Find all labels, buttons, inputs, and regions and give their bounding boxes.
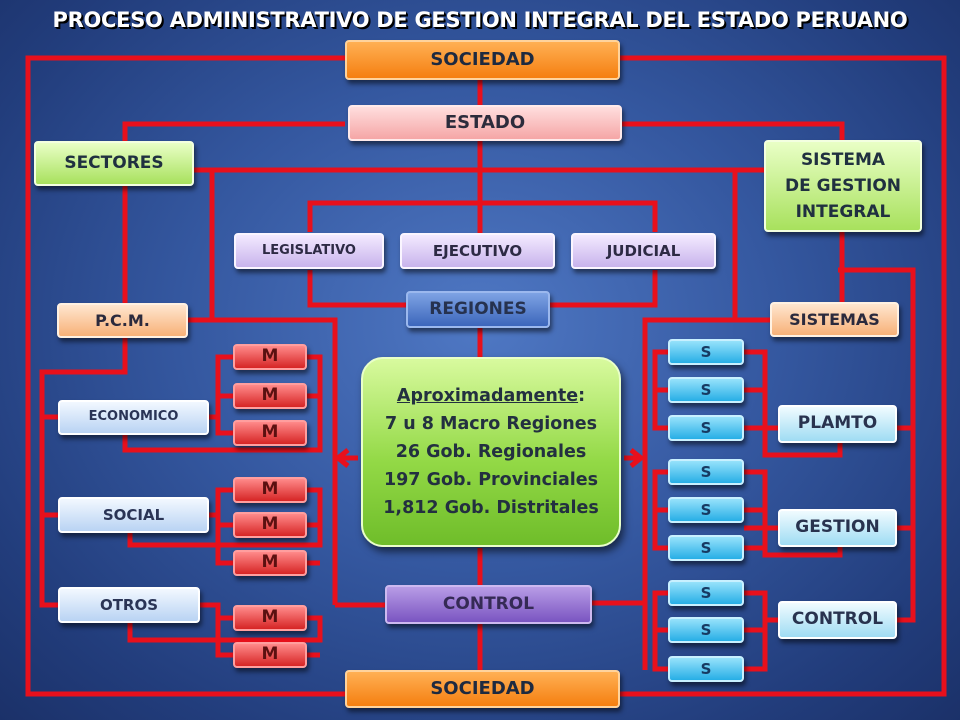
m-box: M — [233, 550, 307, 576]
diagram-title: PROCESO ADMINISTRATIVO DE GESTION INTEGR… — [52, 8, 908, 32]
estado-box: ESTADO — [348, 105, 622, 141]
control-right-box: CONTROL — [778, 601, 897, 639]
right-arrowhead — [629, 448, 646, 468]
sectores-box: SECTORES — [34, 141, 194, 186]
sistemas-box: SISTEMAS — [770, 302, 899, 337]
left-arrowhead — [333, 448, 350, 468]
sociedad-bottom-box: SOCIEDAD — [345, 670, 620, 708]
m-box: M — [233, 477, 307, 503]
powers-top-line — [307, 200, 658, 232]
m-box: M — [233, 605, 307, 631]
m-group-3-line — [215, 615, 233, 658]
sistema-line-3: INTEGRAL — [795, 202, 891, 222]
sistemas-bracket-line — [642, 317, 770, 670]
sistema-line-1: SISTEMA — [800, 150, 886, 170]
s-box: S — [668, 656, 744, 682]
m-box: M — [233, 642, 307, 668]
plamto-box: PLAMTO — [778, 405, 897, 443]
social-box: SOCIAL — [58, 497, 209, 533]
center-line-4: 1,812 Gob. Distritales — [383, 498, 599, 518]
ejecutivo-box: EJECUTIVO — [400, 233, 555, 269]
gestion-box: GESTION — [778, 509, 897, 547]
judicial-box: JUDICIAL — [571, 233, 716, 269]
sistema-gestion-integral-box: SISTEMA DE GESTION INTEGRAL — [764, 140, 922, 232]
control-center-box: CONTROL — [385, 585, 592, 624]
s-box: S — [668, 535, 744, 561]
s-box: S — [668, 497, 744, 523]
powers-bottom-left-line — [307, 270, 406, 308]
otros-box: OTROS — [58, 587, 200, 623]
s-box: S — [668, 580, 744, 606]
estado-sectores-line — [122, 121, 345, 141]
m-box: M — [233, 512, 307, 538]
center-line-3: 197 Gob. Provinciales — [383, 470, 599, 490]
sistemas-groups-line — [838, 267, 916, 623]
center-heading: Aproximadamente: — [396, 386, 586, 406]
sistema-line-2: DE GESTION — [784, 176, 902, 196]
m-box: M — [233, 383, 307, 409]
s-box: S — [668, 377, 744, 403]
pcm-groups-line — [39, 337, 128, 608]
center-summary-box: Aproximadamente: 7 u 8 Macro Regiones 26… — [361, 357, 621, 547]
s-box: S — [668, 459, 744, 485]
m-box: M — [233, 420, 307, 446]
estado-sistema-line — [622, 121, 845, 140]
pcm-box: P.C.M. — [57, 303, 188, 338]
economico-box: ECONOMICO — [58, 400, 209, 435]
sociedad-top-box: SOCIEDAD — [345, 40, 620, 80]
center-line-1: 7 u 8 Macro Regiones — [384, 414, 598, 434]
regiones-box: REGIONES — [406, 291, 550, 328]
s-box: S — [668, 339, 744, 365]
s-box: S — [668, 415, 744, 441]
pcm-bracket-line — [188, 317, 338, 605]
powers-bottom-right-line — [550, 270, 658, 308]
center-line-2: 26 Gob. Regionales — [395, 442, 587, 462]
s-box: S — [668, 617, 744, 643]
m-box: M — [233, 344, 307, 370]
legislativo-box: LEGISLATIVO — [234, 233, 384, 269]
